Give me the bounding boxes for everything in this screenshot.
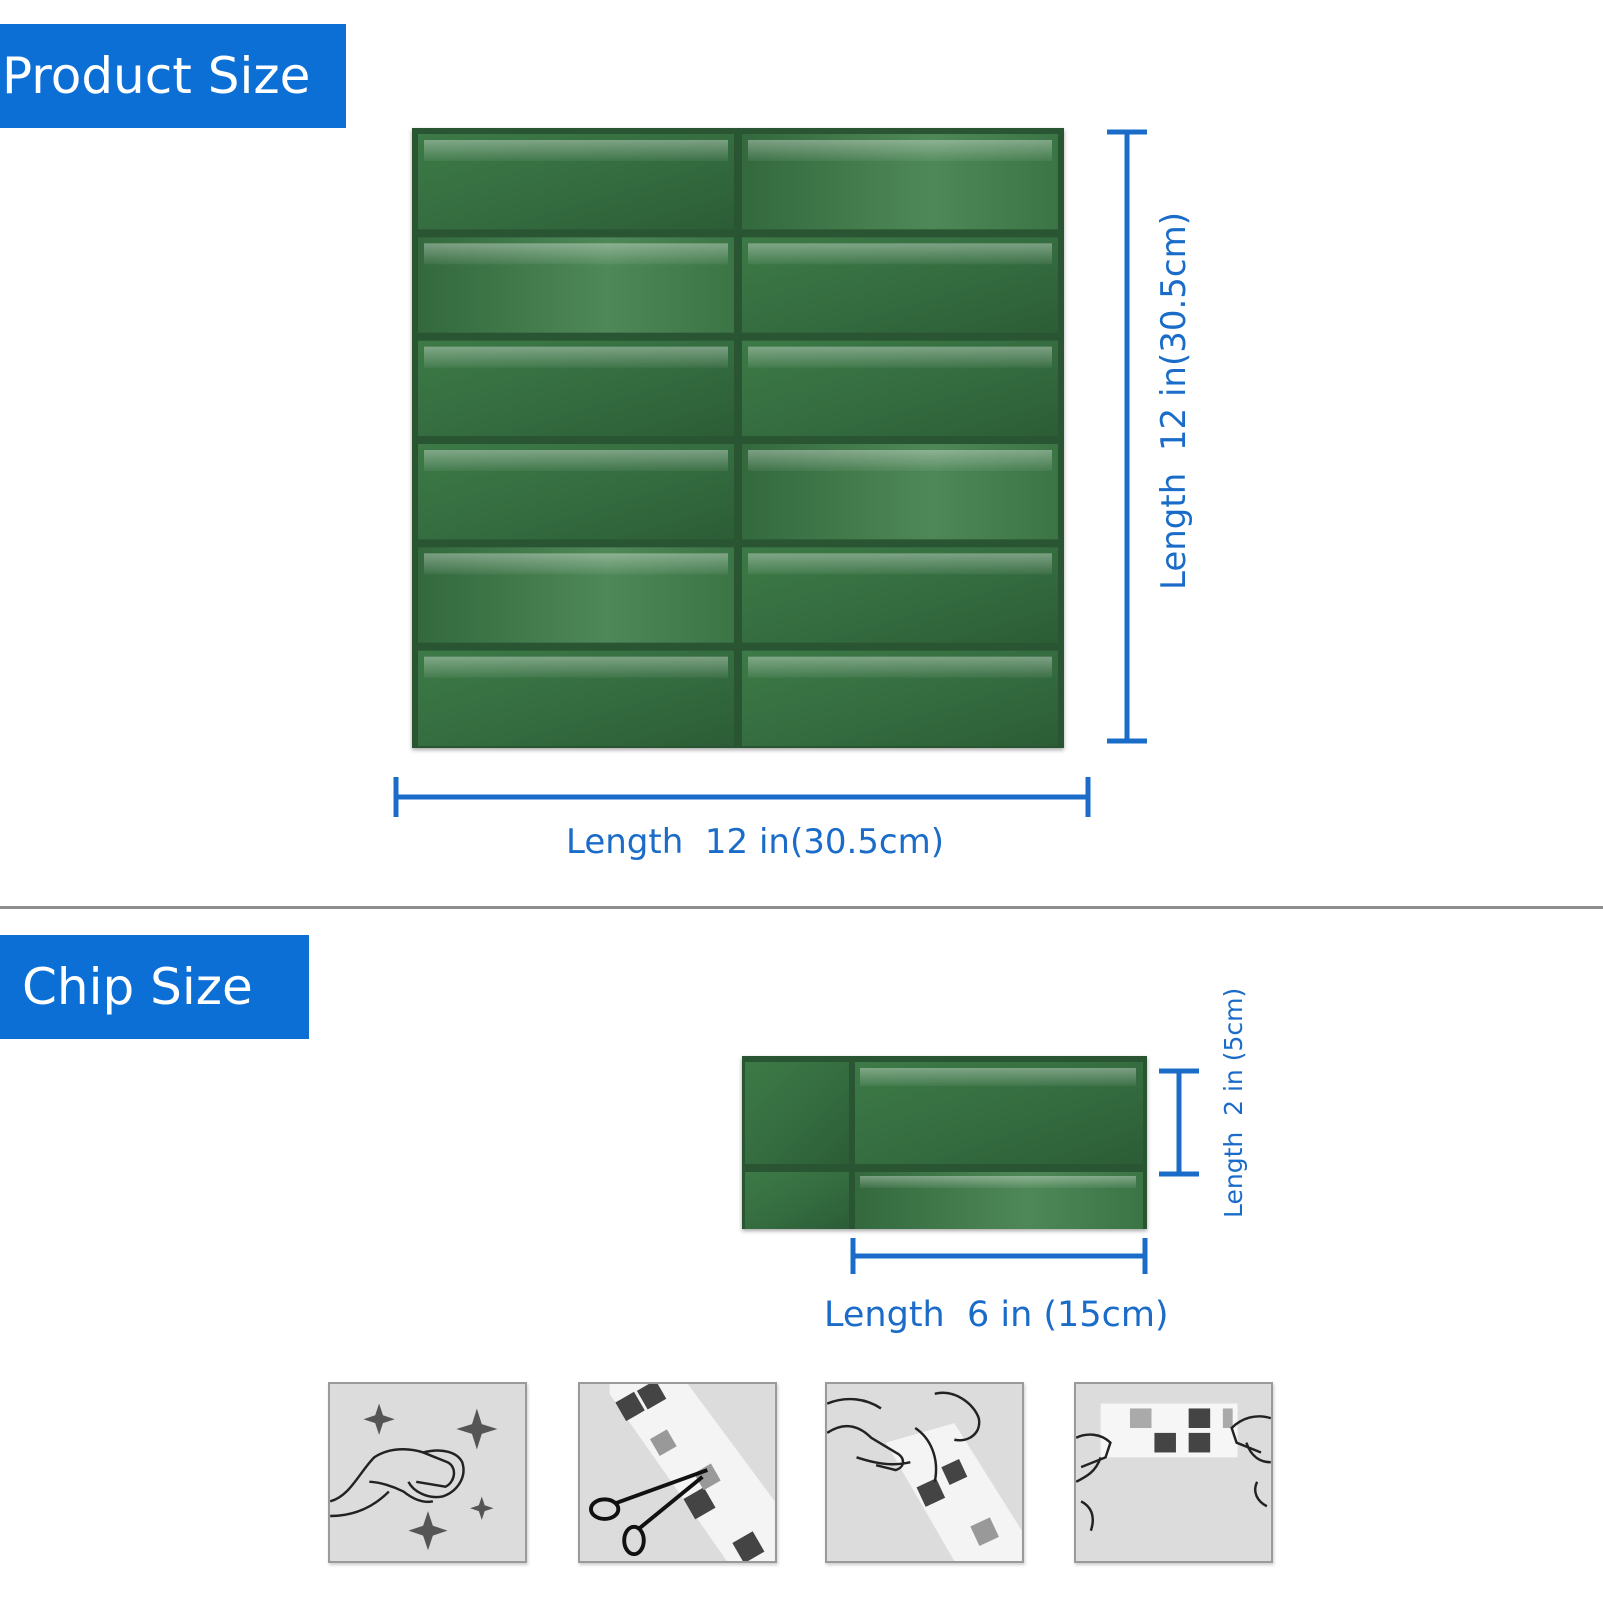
step-press-onto-wall (1074, 1382, 1273, 1563)
tile-brick-gloss (748, 656, 1052, 678)
tile-brick-gloss (424, 346, 728, 368)
tile-brick-gloss (748, 243, 1052, 265)
tile-brick-gloss (748, 450, 1052, 471)
tile-brick-gloss (748, 553, 1052, 575)
product-width-label: Length 12 in(30.5cm) (566, 822, 945, 862)
tile-brick-gloss (424, 656, 728, 678)
clean-surface-icon (330, 1403, 498, 1551)
cut-tile-icon (589, 1384, 775, 1561)
product-height-label: Length 12 in(30.5cm) (1154, 211, 1194, 590)
chip-size-title: Chip Size (22, 958, 253, 1016)
step-clean-surface (328, 1382, 527, 1563)
product-size-banner: Product Size (0, 24, 346, 128)
tile-brick-gloss (424, 553, 728, 575)
step-cut-tile (578, 1382, 777, 1563)
tile-brick-gloss (748, 346, 1052, 368)
tile-brick-gloss (424, 450, 728, 471)
tile-brick-gloss (424, 140, 728, 161)
product-tile-svg (412, 128, 1064, 748)
product-size-title: Product Size (2, 47, 311, 105)
section-divider (0, 906, 1603, 909)
chip-tile-svg (742, 1056, 1147, 1229)
product-tile-image (412, 128, 1064, 748)
peel-backing-icon (827, 1391, 1022, 1561)
tile-brick-gloss (748, 140, 1052, 161)
chip-size-banner: Chip Size (0, 935, 309, 1039)
press-onto-wall-icon (1076, 1403, 1271, 1532)
chip-height-label: Length 2 in (5cm) (1219, 987, 1248, 1218)
step-peel-backing (825, 1382, 1024, 1563)
chip-tile-image (742, 1056, 1147, 1229)
tile-brick-gloss (424, 243, 728, 265)
chip-width-label: Length 6 in (15cm) (824, 1295, 1169, 1335)
